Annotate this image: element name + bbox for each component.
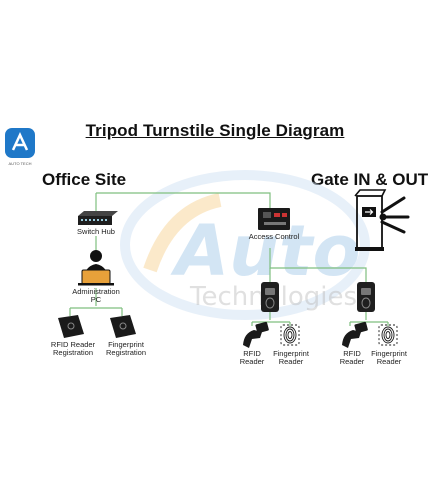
gate2-fingerprint-icon [378, 324, 398, 346]
access-control-label: Access Control [248, 232, 300, 241]
fingerprint-registration-label-line1: Fingerprint [108, 340, 144, 349]
gate2-rfid-label-line1: RFID [343, 349, 361, 358]
company-logo [5, 128, 35, 158]
logo-glyph-icon [11, 132, 29, 151]
gate1-rfid-label-line2: Reader [239, 357, 265, 366]
gate2-fingerprint-label-line2: Reader [376, 357, 402, 366]
hub-to-access-line [96, 192, 271, 208]
diagram-title: Tripod Turnstile Single Diagram [85, 121, 345, 140]
gate1-rfid-label-line1: RFID [243, 349, 261, 358]
gate1-rfid-hand-icon [243, 321, 269, 348]
office-site-heading: Office Site [42, 170, 127, 189]
gate1-fingerprint-icon [280, 324, 300, 346]
fingerprint-registration-label-line2: Registration [105, 348, 147, 357]
gate1-reader-terminal-icon [261, 282, 279, 312]
gate1-fingerprint-label-line1: Fingerprint [273, 349, 309, 358]
gate2-reader-terminal-icon [357, 282, 375, 312]
admin-pc-label-line1: Administration [72, 287, 120, 296]
logo-caption: AUTO TECH [8, 161, 32, 166]
gate1-fingerprint-label-line2: Reader [278, 357, 304, 366]
fingerprint-registration-reader-icon [110, 315, 136, 338]
gate-heading: Gate IN & OUT [311, 170, 429, 189]
gate2-rfid-hand-icon [342, 321, 368, 348]
switch-hub-label: Switch Hub [77, 227, 115, 236]
admin-pc-label-line2: PC [90, 295, 102, 304]
rfid-registration-reader-icon [58, 315, 84, 338]
rfid-registration-label-line2: Registration [52, 348, 94, 357]
gate2-rfid-label-line2: Reader [339, 357, 365, 366]
gate2-fingerprint-label-line1: Fingerprint [371, 349, 407, 358]
rfid-registration-label-line1: RFID Reader [50, 340, 96, 349]
